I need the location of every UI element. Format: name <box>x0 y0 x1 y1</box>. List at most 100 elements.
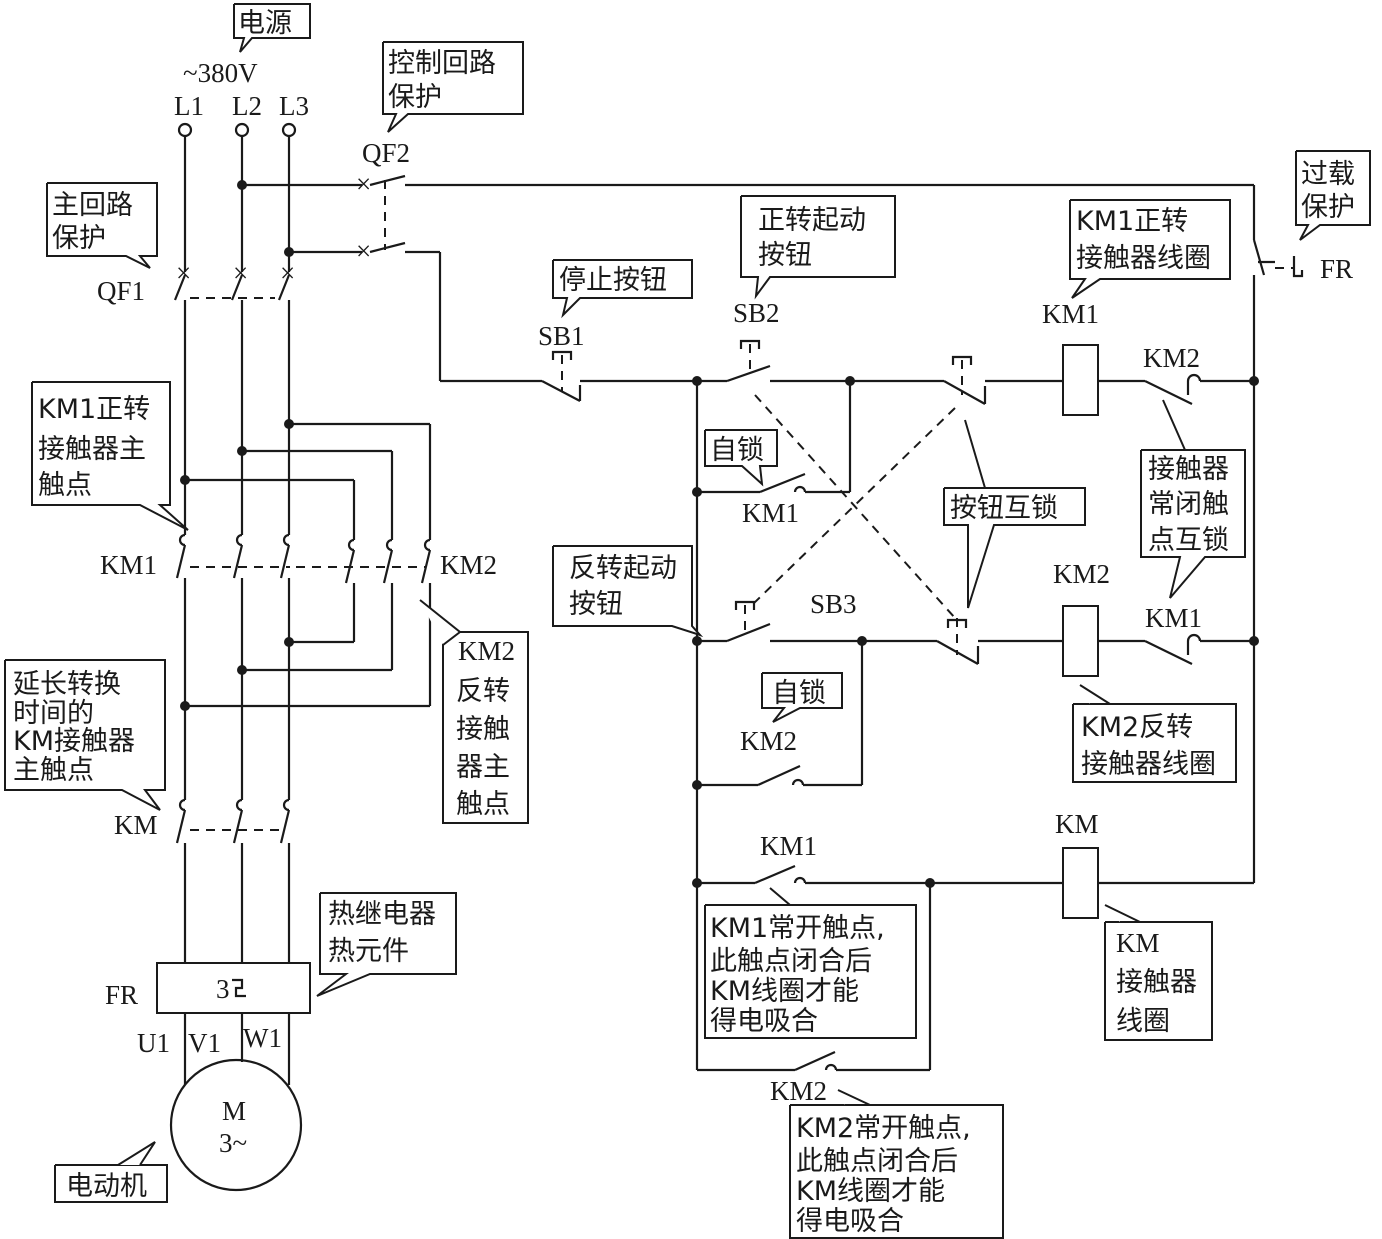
callout-ctrl-protect: 控制回路 保护 <box>382 41 524 133</box>
svg-text:KM2反转: KM2反转 <box>1081 712 1193 743</box>
svg-text:热继电器: 热继电器 <box>328 899 436 930</box>
callout-main-protect: 主回路 保护 <box>46 182 158 269</box>
sb3-label: SB3 <box>810 589 857 619</box>
svg-text:×: × <box>280 258 295 288</box>
l1-label: L1 <box>174 91 204 121</box>
km1-main-label: KM1 <box>100 550 157 580</box>
fr-symbol-label: 3 <box>216 974 230 1004</box>
svg-text:器主: 器主 <box>456 752 510 783</box>
km2-no-label: KM2 <box>770 1076 827 1106</box>
svg-text:KM线圈才能: KM线圈才能 <box>796 1176 945 1207</box>
svg-text:电动机: 电动机 <box>66 1171 147 1202</box>
svg-text:×: × <box>176 258 191 288</box>
fr-ctrl-label: FR <box>1320 254 1353 284</box>
svg-text:得电吸合: 得电吸合 <box>796 1206 904 1237</box>
svg-text:此触点闭合后: 此触点闭合后 <box>710 946 872 977</box>
svg-text:热元件: 热元件 <box>328 936 409 967</box>
fr-main-label: FR <box>105 980 138 1010</box>
control-circuit: × × <box>356 169 1304 1072</box>
km2-coil-label: KM2 <box>1053 559 1110 589</box>
l2-label: L2 <box>232 91 262 121</box>
component-labels: ~380V L1 L2 L3 QF1 QF2 KM1 KM2 KM FR 3 U… <box>97 58 1353 1158</box>
qf1-label: QF1 <box>97 276 145 306</box>
km2-nc-label: KM2 <box>1143 343 1200 373</box>
svg-text:接触器线圈: 接触器线圈 <box>1081 749 1216 780</box>
svg-text:KM接触器: KM接触器 <box>13 726 135 757</box>
callout-km1-main: KM1正转 接触器主 触点 <box>31 381 189 531</box>
svg-text:KM1正转: KM1正转 <box>1076 206 1188 237</box>
km-coil <box>1062 847 1099 919</box>
callout-power: 电源 <box>233 3 311 53</box>
svg-text:时间的: 时间的 <box>13 698 94 729</box>
svg-text:触点: 触点 <box>38 470 92 501</box>
km1-hold-label: KM1 <box>742 498 799 528</box>
svg-text:此触点闭合后: 此触点闭合后 <box>796 1146 958 1177</box>
callout-km-coil: KM 接触器 线圈 <box>1104 904 1213 1041</box>
sb2-label: SB2 <box>733 298 780 328</box>
svg-text:点互锁: 点互锁 <box>1148 525 1229 556</box>
l3-label: L3 <box>279 91 309 121</box>
sb1-stop-button <box>541 350 697 402</box>
voltage-label: ~380V <box>183 58 258 88</box>
km2-coil <box>1062 605 1099 677</box>
svg-text:反转: 反转 <box>456 676 510 707</box>
callout-km1-coil: KM1正转 接触器线圈 <box>1069 199 1231 299</box>
svg-text:触点: 触点 <box>456 789 510 820</box>
km1-nc-interlock <box>1144 633 1254 665</box>
svg-text:按钮: 按钮 <box>758 240 812 271</box>
qf1-breaker: × × × <box>173 258 295 535</box>
svg-text:KM1常开触点,: KM1常开触点, <box>710 913 885 944</box>
motor-phase-label: 3~ <box>219 1128 247 1158</box>
svg-text:×: × <box>356 169 371 199</box>
fr-thermal-element <box>156 962 311 1085</box>
callout-fwd-start: 正转起动 按钮 <box>740 195 896 300</box>
qf2-label: QF2 <box>362 138 410 168</box>
svg-text:线圈: 线圈 <box>1116 1006 1170 1037</box>
callout-motor: 电动机 <box>54 1141 168 1203</box>
svg-text:正转起动: 正转起动 <box>758 205 866 236</box>
svg-text:接触器主: 接触器主 <box>38 434 146 465</box>
w1-label: W1 <box>243 1023 282 1053</box>
km2-hold-label: KM2 <box>740 726 797 756</box>
svg-text:按钮互锁: 按钮互锁 <box>950 493 1058 524</box>
svg-text:保护: 保护 <box>52 223 106 254</box>
callout-thermal: 热继电器 热元件 <box>316 892 457 997</box>
km1-no-contact <box>697 864 1063 885</box>
km2-no-contact <box>697 883 932 1072</box>
callout-contactor-interlock: 接触器 常闭触 点互锁 <box>1140 399 1246 599</box>
km1-main-contacts <box>175 533 291 800</box>
svg-text:接触器线圈: 接触器线圈 <box>1076 243 1211 274</box>
sb2-nc-contact <box>936 618 1063 665</box>
callout-button-interlock: 按钮互锁 <box>943 419 1086 609</box>
km1-nc-label: KM1 <box>1145 603 1202 633</box>
svg-text:电源: 电源 <box>238 8 292 39</box>
svg-text:KM1正转: KM1正转 <box>38 394 150 425</box>
sb3-nc-contact <box>943 355 1063 405</box>
callout-self-lock-2: 自锁 <box>761 672 843 723</box>
motor-m-label: M <box>222 1096 246 1126</box>
km2-self-lock <box>692 641 864 790</box>
callout-km2-coil: KM2反转 接触器线圈 <box>1072 684 1237 783</box>
svg-text:自锁: 自锁 <box>772 678 826 709</box>
callout-delay: 延长转换 时间的 KM接触器 主触点 <box>4 659 166 811</box>
callout-overload: 过载 保护 <box>1295 150 1371 241</box>
svg-text:保护: 保护 <box>1301 192 1355 223</box>
callouts: 电源 控制回路 保护 主回路 保护 过载 保护 停止按钮 正转起动 按钮 <box>4 3 1371 1239</box>
svg-text:控制回路: 控制回路 <box>388 48 496 79</box>
u1-label: U1 <box>137 1028 170 1058</box>
callout-km1-no: KM1常开触点, 此触点闭合后 KM线圈才能 得电吸合 <box>704 887 917 1039</box>
svg-text:KM: KM <box>1116 928 1160 958</box>
svg-text:反转起动: 反转起动 <box>569 553 677 584</box>
km2-main-contacts <box>296 538 432 706</box>
svg-text:自锁: 自锁 <box>710 435 764 466</box>
sb2-forward-button <box>697 339 944 383</box>
km-main-contacts <box>175 798 291 963</box>
km-coil-label: KM <box>1055 809 1099 839</box>
svg-text:过载: 过载 <box>1301 159 1355 190</box>
km1-coil <box>1062 344 1099 416</box>
svg-text:×: × <box>233 258 248 288</box>
sb1-label: SB1 <box>538 321 585 351</box>
motor-symbol <box>169 1058 303 1192</box>
svg-text:接触: 接触 <box>456 714 510 745</box>
